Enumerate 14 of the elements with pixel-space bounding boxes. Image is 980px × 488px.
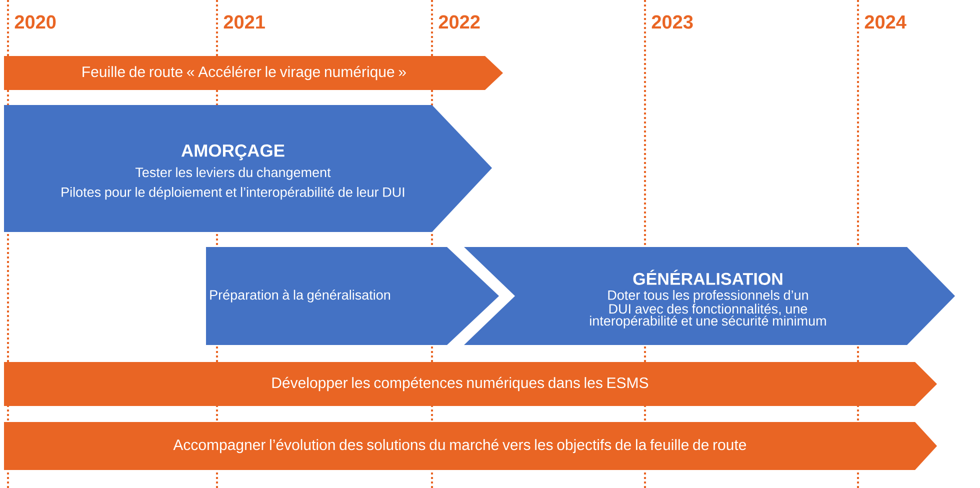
year-label: 2020 <box>14 15 56 29</box>
arrow-band: Accompagner l’évolution des solutions du marché vers les objectifs de la feuille de route <box>4 422 937 470</box>
year-label: 2023 <box>652 15 693 29</box>
year-label: 2022 <box>438 15 480 29</box>
node-label: GÉNÉRALISATION <box>633 270 782 285</box>
year-label: 2021 <box>224 15 265 29</box>
arrow-band: AMORÇAGE Tester les leviers du changement Pilotes pour le déploiement et l’interopérabilité de leur DUI <box>4 105 492 232</box>
year-label: 2024 <box>864 15 906 29</box>
node-label: Doter tous les professionnels d’un DUI avec des fonctionnalités, une interopérabilité et une sécurité minimum <box>590 290 826 328</box>
arrow-band: Développer les compétences numériques dans les ESMS <box>4 362 937 406</box>
arrow-band: GÉNÉRALISATION Doter tous les professionnels d’un DUI avec des fonctionnalités, une interopérabilité et une sécurité minimum <box>464 247 955 345</box>
node-label: Préparation à la généralisation <box>210 290 390 302</box>
arrow-band: Préparation à la généralisation <box>206 247 499 345</box>
arrow-band: Feuille de route « Accélérer le virage numérique » <box>4 56 503 90</box>
